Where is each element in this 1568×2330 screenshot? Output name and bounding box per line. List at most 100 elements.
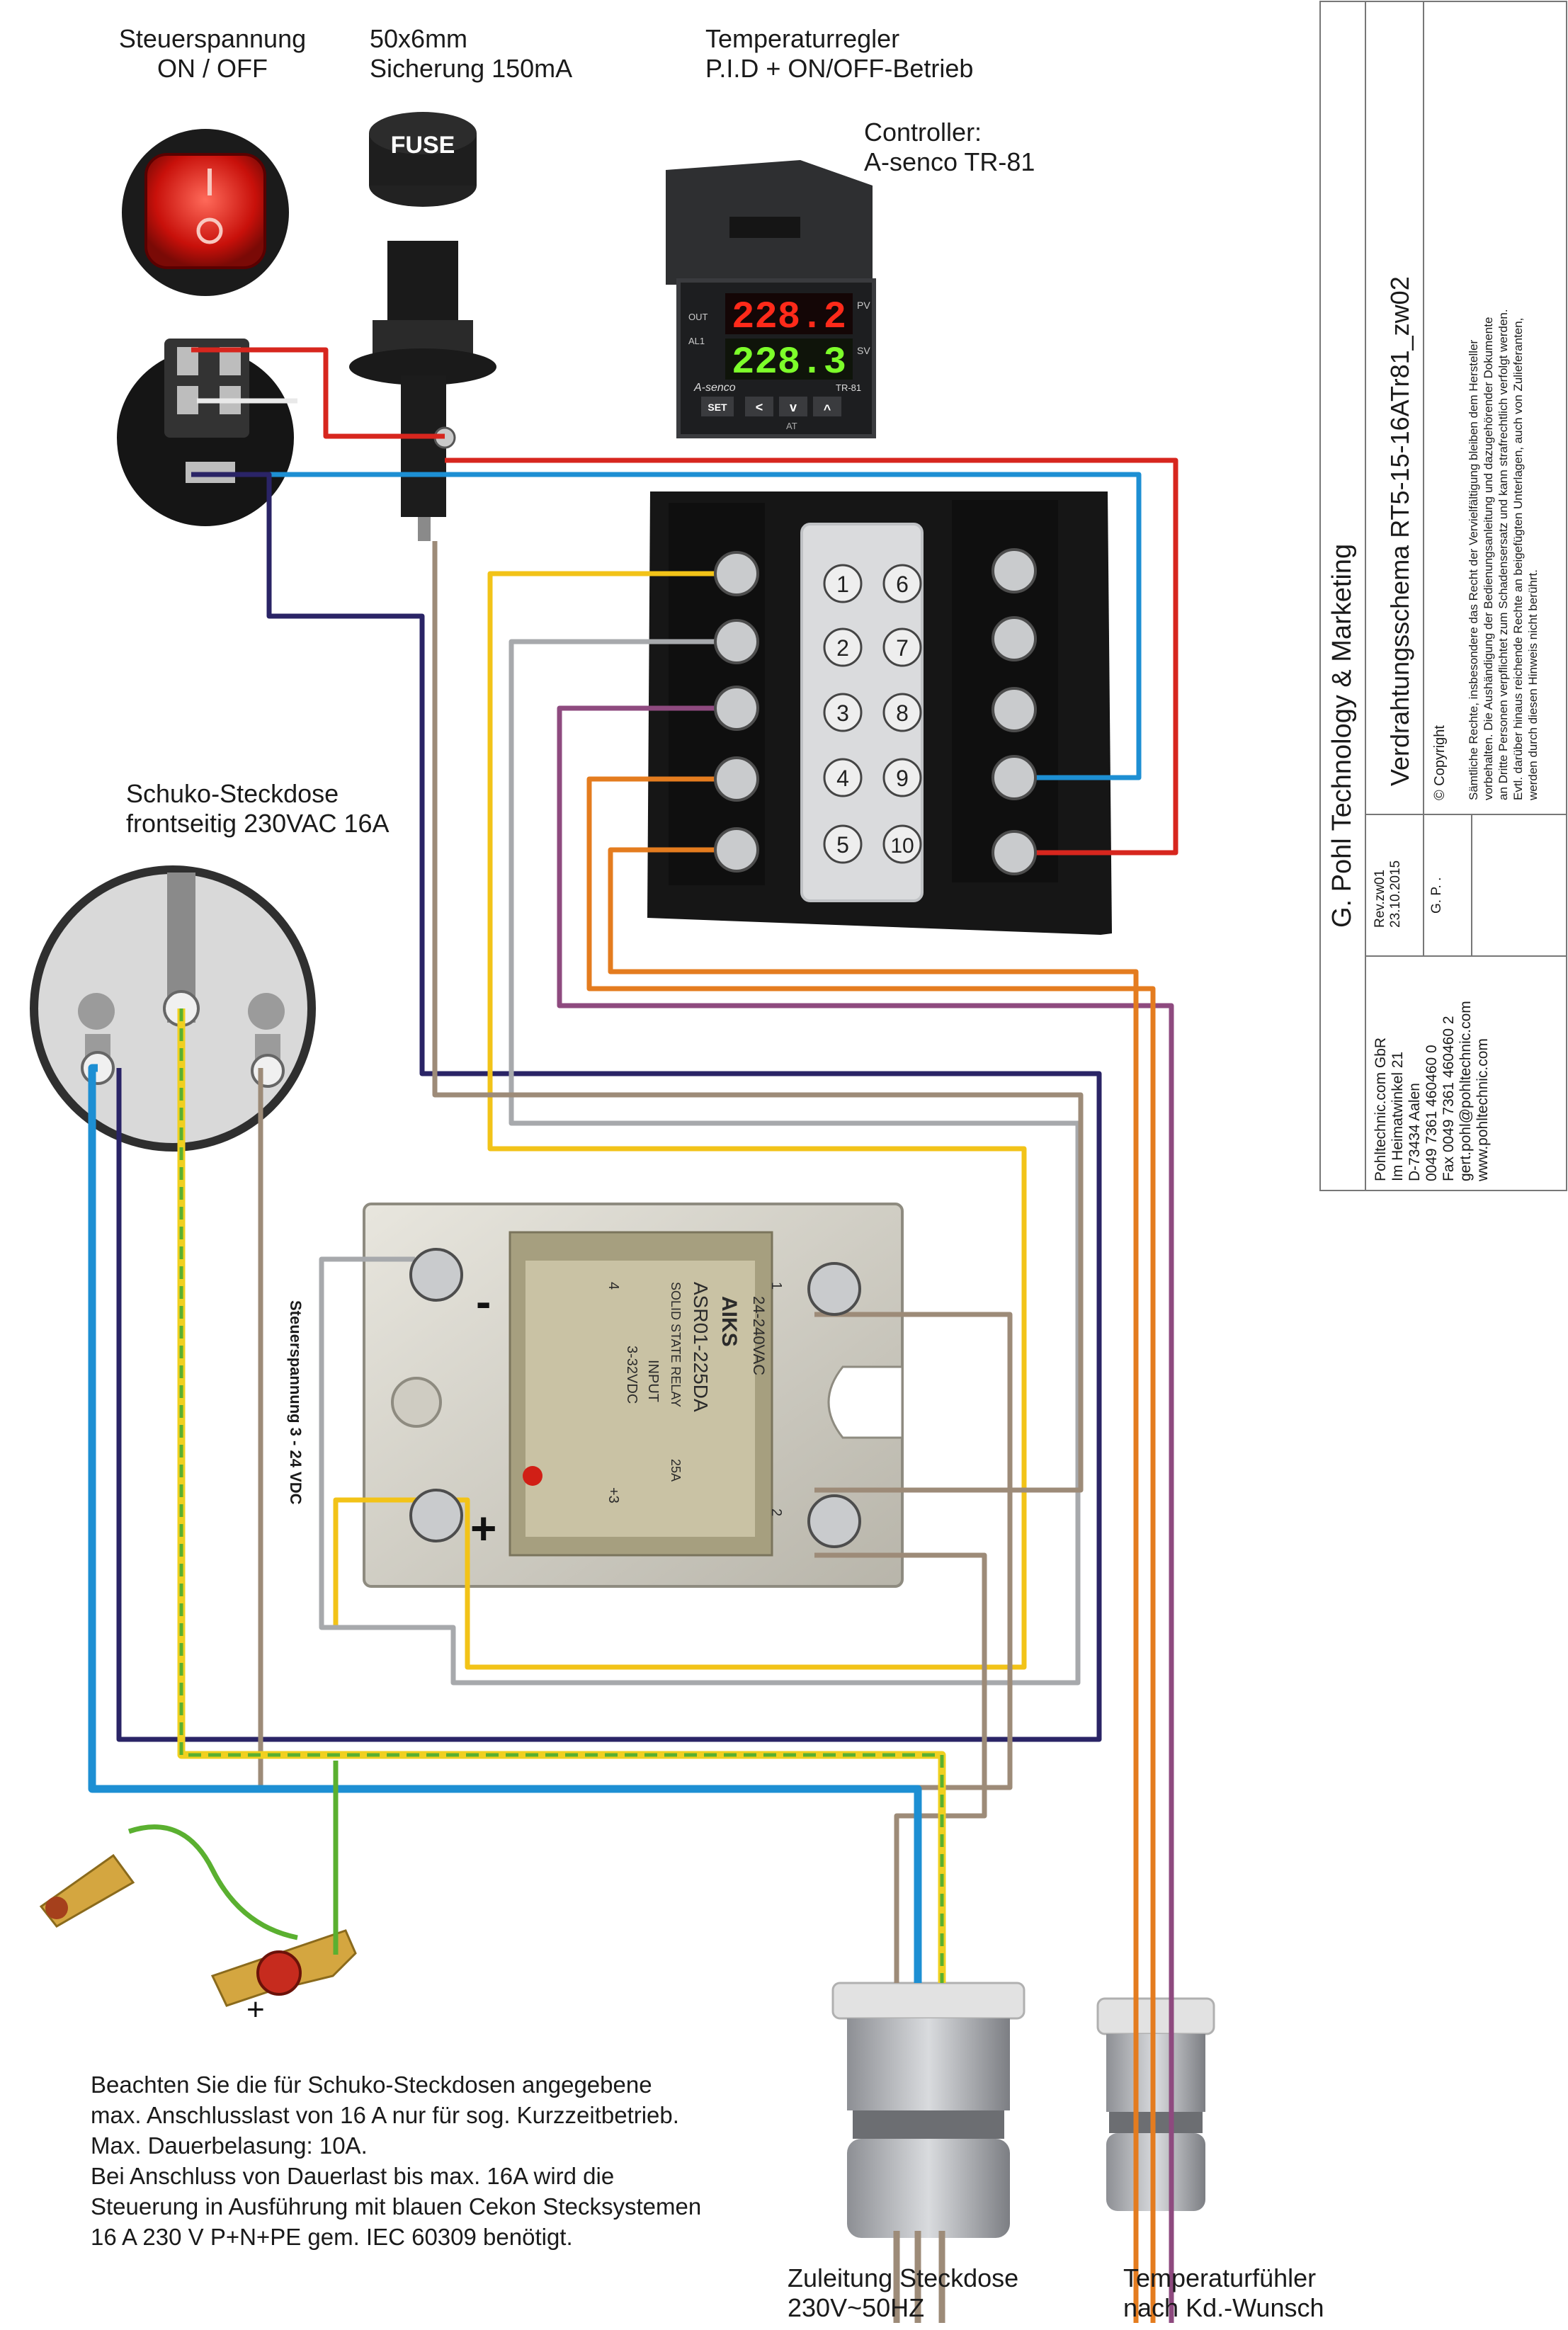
terminal-number-7: 7 [896,635,909,661]
ssr-input-label: INPUT [645,1360,661,1402]
socket-label: Schuko-Steckdose frontseitig 230VAC 16A [126,779,390,839]
terminal-number-circles [823,564,922,864]
wire-navy-switch-ssr [116,472,1102,1742]
screw-terminals [409,548,1037,1548]
sensor-label: Temperaturfühler nach Kd.-Wunsch [1123,2263,1324,2323]
title-block: G. Pohl Technology & Marketing Verdrahtu… [1319,0,1568,1192]
copyright-heading: © Copyright [1432,725,1448,800]
ground-lug [39,1853,357,2007]
wire-orange-terminal5-sensor [608,847,1139,2323]
rocker-switch-front [122,129,289,296]
out-tag: OUT [688,312,708,322]
ground-plus: + [246,1992,265,2027]
ssr-type: SOLID STATE RELAY [669,1282,683,1407]
switch-label-line2: ON / OFF [157,54,268,83]
regler-label-line2: P.I.D + ON/OFF-Betrieb [705,54,974,83]
cable-gland-sensor [1096,1997,1215,2211]
up-key-label: ^ [824,402,831,416]
sensor-label-line2: nach Kd.-Wunsch [1123,2293,1324,2322]
fuse-cap [369,112,477,207]
ssr-brand: AIKS [717,1296,741,1347]
address-block: Pohltechnic.com GbR Im Heimatwinkel 21 D… [1373,1001,1492,1181]
address-line-4: 0049 7361 460460 0 [1424,1045,1440,1181]
ssr-side-label: Steuerspannung 3 - 24 VDC [287,1300,305,1505]
drawing-title: Verdrahtungsschema RT5-15-16ATr81_zw02 [1385,276,1414,786]
wire-red-switch-fuse [191,347,445,439]
author: G. P. . [1429,877,1444,914]
ssr-label-group: AIKS ASR01-225DA SOLID STATE RELAY 25A 2… [606,1282,784,1516]
wire-green-socket-ground [177,1008,946,1983]
address-line-5: Fax 0049 7361 460460 2 [1441,1016,1457,1181]
wire-grey-terminal2-ssr [319,639,1081,1686]
note-line-3: Max. Dauerbelasung: 10A. [91,2132,368,2159]
copyright-line-3: an Dritte Personen verpflichtet zum Scha… [1496,309,1510,800]
feed-label-line1: Zuleitung Steckdose [788,2263,1019,2292]
solid-state-relay [363,1203,904,1588]
note-line-6: 16 A 230 V P+N+PE gem. IEC 60309 benötig… [91,2224,573,2250]
fuse-label-line2: Sicherung 150mA [370,54,573,83]
socket-label-line2: frontseitig 230VAC 16A [126,809,390,838]
schuko-socket [30,865,316,1152]
switch-label-line1: Steuerspannung [118,24,307,53]
controller-label: Controller: A-senco TR-81 [864,118,1035,177]
ssr-rating: 25A [669,1459,683,1482]
ssr-term-2: 2 [768,1508,784,1516]
controller-label-line1: Controller: [864,118,982,147]
copyright-line-4: Evtl. darüber hinaus reichende Rechte an… [1511,317,1525,800]
revision: Rev.zw01 [1373,869,1387,928]
pv-tag: PV [857,300,870,311]
controller-label-line2: A-senco TR-81 [864,147,1035,176]
set-key [701,397,734,416]
terminal-number-10: 10 [890,834,914,858]
ssr-term-1: 1 [768,1282,784,1290]
left-key [745,397,773,416]
sensor-label-line1: Temperaturfühler [1123,2263,1317,2292]
wire-orange-terminal4-sensor [586,776,1156,2323]
fuse-label-line1: 50x6mm [370,24,468,53]
usage-note: Beachten Sie die für Schuko-Steckdosen a… [91,2069,799,2252]
wire-blue-switch-terminal9 [191,472,1142,780]
terminal-number-3: 3 [836,700,849,726]
fuse-label: 50x6mm Sicherung 150mA [370,24,572,84]
down-key-label: v [790,400,797,414]
controller-brand: A-senco [693,382,736,394]
title-block-frame [1319,1,1567,1191]
wires [88,347,1178,2323]
regler-label-line1: Temperaturregler [705,24,900,53]
ssr-model: ASR01-225DA [690,1282,712,1412]
terminal-number-2: 2 [836,635,849,661]
switch-label: Steuerspannung ON / OFF [106,24,319,84]
fuse-holder [349,241,496,541]
ssr-minus: - [476,1276,491,1327]
terminal-number-6: 6 [896,572,909,597]
company-name: G. Pohl Technology & Marketing [1327,543,1357,928]
terminal-number-4: 4 [836,766,849,791]
address-line-3: D-73434 Aalen [1407,1083,1423,1181]
wire-feed-exit [893,2231,945,2323]
revision-block: Rev.zw01 23.10.2015 [1373,860,1404,928]
ssr-term-3: +3 [606,1487,621,1504]
copyright-line-1: Sämtliche Rechte, insbesondere das Recht… [1467,339,1480,800]
address-line-6: gert.pohl@pohltechnic.com [1458,1001,1474,1181]
copyright-word: Copyright [1432,725,1448,786]
note-line-4: Bei Anschluss von Dauerlast bis max. 16A… [91,2163,615,2189]
note-line-2: max. Anschlusslast von 16 A nur für sog.… [91,2102,679,2128]
wire-yellow-terminal1-ssr [333,571,1027,1670]
socket-label-line1: Schuko-Steckdose [126,779,339,808]
terminal-number-9: 9 [896,766,909,791]
controller-at-tag: AT [786,421,797,431]
up-key [813,397,841,416]
down-key [779,397,807,416]
note-line-5: Steuerung in Ausführung mit blauen Cekon… [91,2193,702,2220]
wire-brown-ssr1-socket [258,1068,1013,1790]
wire-brown-fuse-ssr [432,541,1084,1493]
revision-date: 23.10.2015 [1388,860,1403,928]
wire-brown-ssr2-feed [814,1552,987,1983]
copyright-line-5: werden durch diesen Hinweis nicht berühr… [1526,569,1540,800]
al1-tag: AL1 [688,336,705,346]
regler-label: Temperaturregler P.I.D + ON/OFF-Betrieb [705,24,973,84]
feed-label-line2: 230V~50HZ [788,2293,925,2322]
feed-label: Zuleitung Steckdose 230V~50HZ [788,2263,1018,2323]
